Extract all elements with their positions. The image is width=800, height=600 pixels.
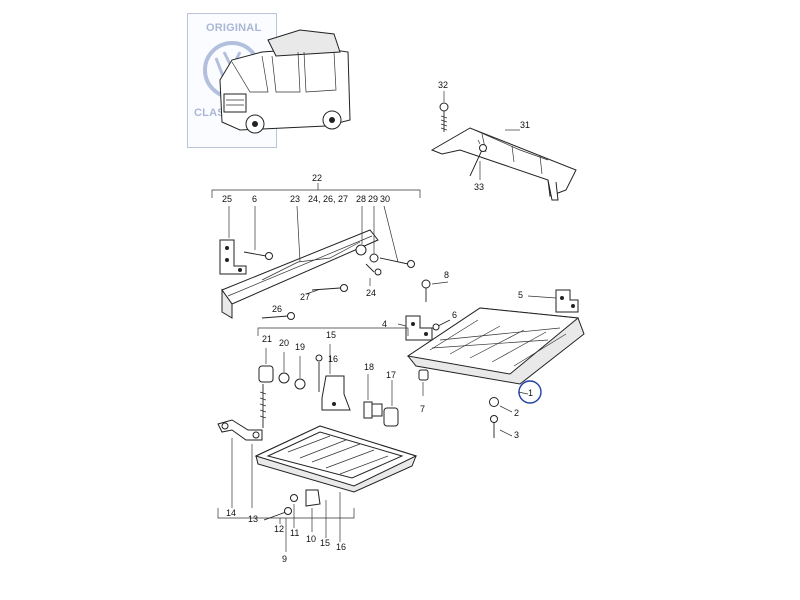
callout-10: 10 [306,534,316,544]
callout-20: 20 [279,338,289,348]
callout-9: 9 [282,554,287,564]
callout-12: 12 [274,524,284,534]
callout-6-top: 6 [252,194,257,204]
callout-31: 31 [520,120,530,130]
callout-30: 30 [380,194,390,204]
callout-16-bottom: 16 [336,542,346,552]
callout-21: 21 [262,334,272,344]
tray-assembly [217,419,418,521]
callout-1: 1 [528,388,533,398]
callout-27: 27 [300,292,310,302]
logo-text-original: ORIGINAL [206,22,262,34]
callout-labels: 32 31 33 22 25 6 23 24, 26, 27 28 29 30 … [222,80,533,564]
callout-16-mid: 16 [328,354,338,364]
leader-lines-bottom [231,438,341,542]
callout-29: 29 [368,194,378,204]
callout-24-lower: 24 [366,288,376,298]
table-top-assembly [405,279,585,438]
leader-lines-table [397,281,557,437]
van-illustration [219,29,351,134]
mounting-hardware-row [258,344,399,428]
callout-25: 25 [222,194,232,204]
highlight-circle-part-1 [518,380,542,404]
callout-22: 22 [312,173,322,183]
callout-6: 6 [452,310,457,320]
callout-33: 33 [474,182,484,192]
callout-23: 23 [290,194,300,204]
leader-lines-top [228,205,399,295]
callout-19: 19 [295,342,305,352]
callout-4: 4 [382,319,387,329]
callout-28: 28 [356,194,366,204]
callout-7: 7 [420,404,425,414]
callout-26: 26 [272,304,282,314]
rail-assembly [219,229,415,320]
callout-17: 17 [386,370,396,380]
callout-14: 14 [226,508,236,518]
callout-32: 32 [438,80,448,90]
callout-11: 11 [290,528,299,538]
callout-15-top: 15 [326,330,336,340]
callout-15-bottom: 15 [320,538,330,548]
callout-3: 3 [514,430,519,440]
callout-2: 2 [514,408,519,418]
group-bracket-15 [217,327,409,552]
callout-24-26-27: 24, 26, 27 [308,194,348,204]
callout-5: 5 [518,290,523,300]
callout-8: 8 [444,270,449,280]
callout-13: 13 [248,514,258,524]
group-bracket-22 [211,183,421,198]
roof-rack-assembly [430,91,577,201]
callout-18: 18 [364,362,374,372]
